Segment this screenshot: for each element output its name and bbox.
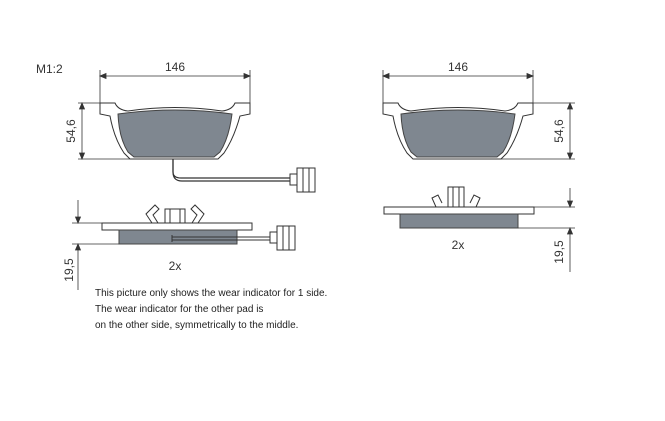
left-thickness-label: 19,5	[62, 258, 76, 282]
scale-label: M1:2	[36, 62, 63, 76]
left-pad-side-view	[101, 204, 296, 251]
note-line-3: on the other side, symmetrically to the …	[95, 320, 299, 331]
left-width-dimension	[98, 70, 252, 103]
right-pad-front-view	[382, 102, 534, 160]
right-width-dimension	[381, 70, 535, 103]
left-width-label: 146	[165, 60, 185, 74]
note-line-2: The wear indicator for the other pad is	[95, 304, 264, 315]
left-height-label: 54,6	[64, 119, 78, 143]
left-height-dimension	[78, 101, 130, 161]
right-width-label: 146	[448, 60, 468, 74]
right-thickness-dimension	[518, 188, 575, 272]
left-count-label: 2x	[169, 259, 182, 273]
right-thickness-label: 19,5	[552, 240, 566, 264]
left-pad-front-view	[99, 102, 316, 193]
right-pad-side-view	[383, 186, 535, 229]
left-thickness-dimension	[72, 200, 119, 290]
right-height-dimension	[501, 101, 575, 161]
wear-indicator-note: This picture only shows the wear indicat…	[95, 286, 415, 334]
right-height-label: 54,6	[552, 119, 566, 143]
note-line-1: This picture only shows the wear indicat…	[95, 288, 328, 299]
right-count-label: 2x	[452, 238, 465, 252]
